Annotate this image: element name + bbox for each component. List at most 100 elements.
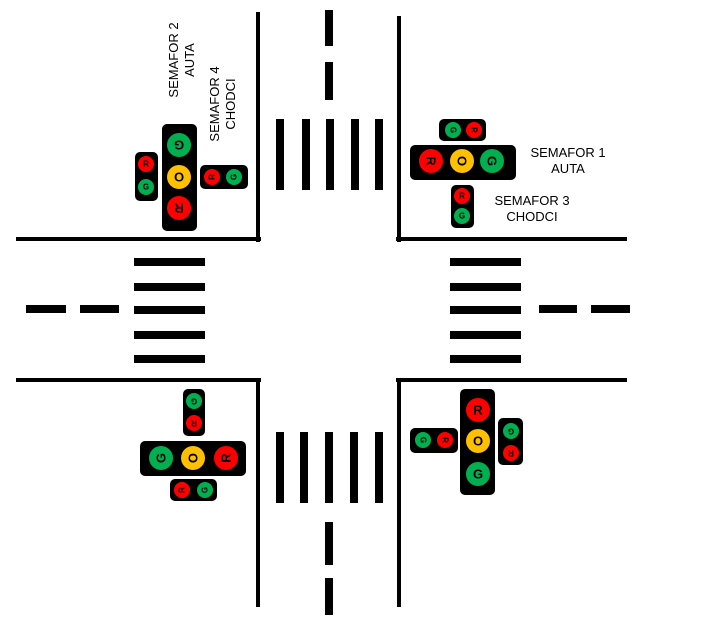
semafor-1-subtitle: AUTA <box>551 161 585 176</box>
crosswalk-stripe-east <box>450 258 521 266</box>
amber-lamp-letter: O <box>455 156 470 166</box>
green-lamp <box>466 462 490 486</box>
red-lamp <box>186 415 202 431</box>
green-lamp-letter: G <box>191 397 197 406</box>
amber-lamp <box>466 429 490 453</box>
crosswalk-stripe-north <box>276 119 284 190</box>
green-lamp-letter: G <box>449 127 458 133</box>
red-lamp-letter: R <box>178 487 187 493</box>
semafor-4-subtitle: CHODCI <box>223 78 238 129</box>
green-lamp <box>167 133 191 157</box>
red-lamp-letter: R <box>441 437 450 443</box>
red-lamp-letter: R <box>219 453 234 463</box>
red-lamp-letter: R <box>424 156 439 166</box>
amber-lamp <box>181 446 205 470</box>
crosswalk-stripe-south <box>276 432 284 503</box>
green-lamp-letter: G <box>154 453 169 463</box>
red-lamp <box>174 482 190 498</box>
green-lamp <box>445 122 461 138</box>
green-lamp <box>149 446 173 470</box>
center-dash <box>26 305 66 313</box>
crosswalk-stripe-south <box>300 432 308 503</box>
road-markings <box>26 10 630 615</box>
semafor-3-title: SEMAFOR 3 <box>494 193 569 208</box>
red-lamp <box>167 196 191 220</box>
red-lamp-letter: R <box>174 201 184 216</box>
green-lamp <box>415 432 431 448</box>
amber-lamp <box>167 165 191 189</box>
amber-lamp-letter: O <box>174 170 184 185</box>
green-lamp-letter: G <box>201 487 210 493</box>
semafor-1-label: SEMAFOR 1 AUTA <box>530 145 605 176</box>
center-dash <box>325 62 333 100</box>
center-dash <box>80 305 119 313</box>
crosswalk-stripe-west <box>134 355 205 363</box>
red-lamp-letter: R <box>191 419 197 428</box>
green-lamp <box>197 482 213 498</box>
center-dash <box>325 578 333 615</box>
semafor-2-subtitle: AUTA <box>182 43 197 77</box>
green-lamp-letter: G <box>419 437 428 443</box>
green-lamp-letter: G <box>459 212 465 221</box>
semafor-1-title: SEMAFOR 1 <box>530 145 605 160</box>
semafor-3-subtitle: CHODCI <box>506 209 557 224</box>
crosswalk-stripe-north <box>351 119 359 190</box>
crosswalk-stripe-west <box>134 283 205 291</box>
crosswalk-stripe-east <box>450 355 521 363</box>
red-lamp <box>138 156 154 172</box>
green-lamp <box>503 423 519 439</box>
red-lamp-letter: R <box>470 127 479 133</box>
center-dash <box>539 305 577 313</box>
red-lamp-letter: R <box>208 174 217 180</box>
crosswalk-stripe-south <box>350 432 358 503</box>
center-dash <box>325 522 333 565</box>
semafor-2-label: SEMAFOR 2 AUTA <box>166 22 197 97</box>
red-lamp <box>466 122 482 138</box>
crosswalk-stripe-west <box>134 306 205 314</box>
semafor-2-pedestrian-signal: RG <box>135 152 158 201</box>
green-lamp-letter: G <box>485 156 500 166</box>
sw-pedestrian-signal-upper: GR <box>183 389 205 436</box>
red-lamp <box>466 398 490 422</box>
red-lamp-letter: R <box>459 192 465 201</box>
center-dash <box>591 305 630 313</box>
green-lamp <box>226 169 242 185</box>
crosswalk-stripe-west <box>134 331 205 339</box>
red-lamp <box>204 169 220 185</box>
green-lamp-letter: G <box>473 467 483 482</box>
green-lamp <box>186 393 202 409</box>
green-lamp-letter: G <box>508 427 514 436</box>
green-lamp-letter: G <box>143 183 149 192</box>
green-lamp-letter: G <box>174 138 184 153</box>
red-lamp <box>419 149 443 173</box>
red-lamp <box>214 446 238 470</box>
crosswalk-stripe-west <box>134 258 205 266</box>
semafor-4-label: SEMAFOR 4 CHODCI <box>207 66 238 141</box>
green-lamp <box>454 208 470 224</box>
road-edges <box>16 12 627 607</box>
green-lamp-letter: G <box>230 174 239 180</box>
crosswalk-stripe-east <box>450 283 521 291</box>
amber-lamp <box>450 149 474 173</box>
red-lamp <box>454 188 470 204</box>
red-lamp-letter: R <box>508 449 514 458</box>
crosswalk-stripe-north <box>375 119 383 190</box>
crosswalk-stripe-east <box>450 306 521 314</box>
crosswalk-stripe-east <box>450 331 521 339</box>
red-lamp <box>503 445 519 461</box>
center-dash <box>325 10 333 46</box>
crosswalk-stripe-north <box>326 119 334 190</box>
semafor-2-vehicle-signal: G O R <box>162 124 197 231</box>
semafor-4-title: SEMAFOR 4 <box>207 66 222 141</box>
semafor-3-pedestrian-signal: RG <box>451 185 474 228</box>
se-vehicle-signal: ROG <box>460 389 495 495</box>
crosswalk-stripe-south <box>375 432 383 503</box>
red-lamp-letter: R <box>143 160 149 169</box>
amber-lamp-letter: O <box>186 453 201 463</box>
